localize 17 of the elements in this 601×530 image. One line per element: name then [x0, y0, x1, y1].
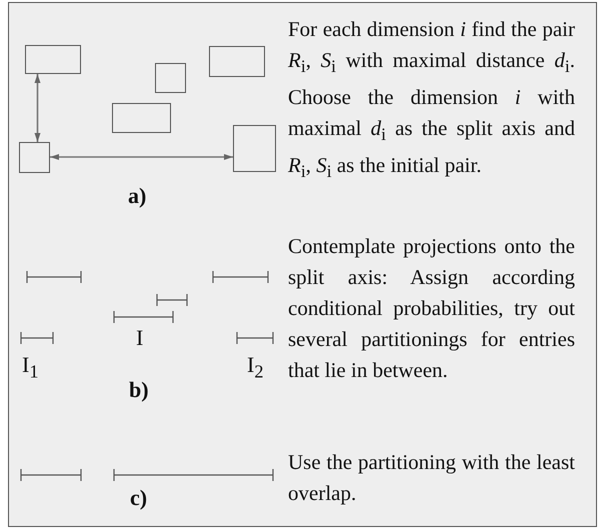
panel-label: c)	[130, 485, 148, 511]
rectangle-shape	[155, 63, 186, 93]
description-text: Contemplate projections onto the split axis: Assign according conditional probabilities, try out several partitionings for entries that lie in between.	[288, 233, 575, 384]
interval-label: I	[136, 325, 144, 351]
description-text: For each dimension i find the pair R$_{i}$, S$_{i}$ with maximal distance d$_{i}$. Choose the dimension i with maximal d$_{i}$ as the split axis and R$_{i}$, S$_{i}$ as the initial pair.	[288, 16, 575, 184]
rectangle-shape	[233, 125, 276, 172]
rectangle-shape	[19, 142, 50, 173]
double-arrow	[34, 74, 40, 142]
interval-label: I$_{1}$	[22, 352, 38, 382]
panel-label: a)	[128, 183, 146, 209]
description-text: Use the partitioning with the least overlap.	[288, 449, 575, 507]
rectangle-shape	[25, 45, 81, 74]
rectangle-shape	[112, 103, 171, 133]
rectangle-shape	[209, 46, 265, 77]
panel-label: b)	[129, 377, 149, 403]
interval-label: I$_{2}$	[247, 352, 264, 382]
double-arrow	[50, 154, 233, 160]
